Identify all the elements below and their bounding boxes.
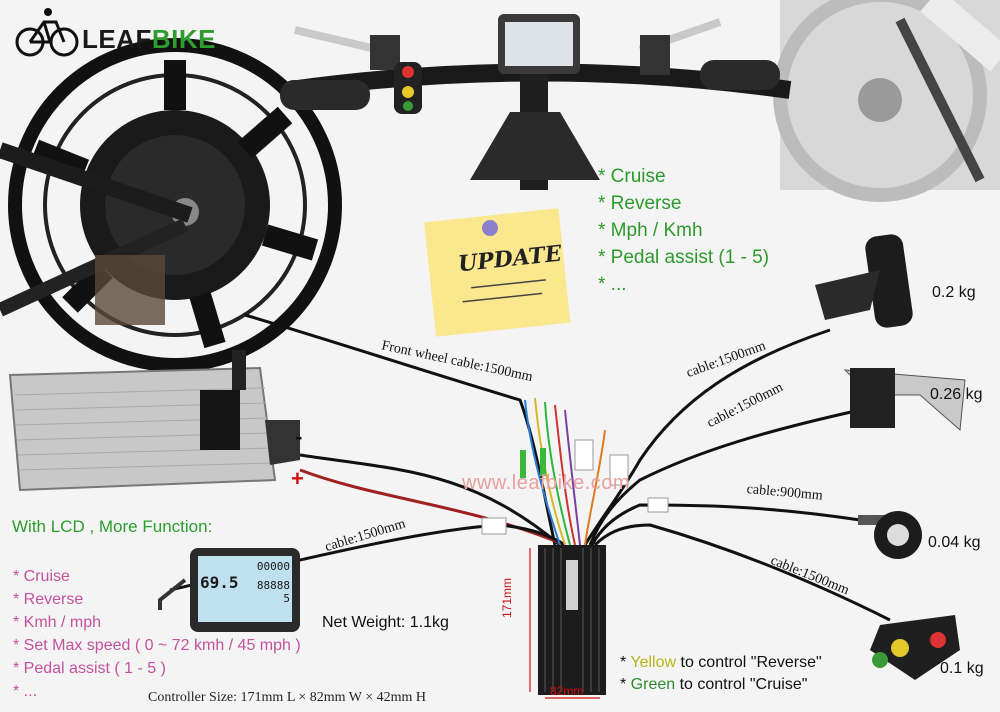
lcd-function-list: * Cruise * Reverse * Kmh / mph * Set Max… xyxy=(13,565,301,703)
feature-item: * Pedal assist (1 - 5) xyxy=(598,247,770,268)
reverse-note-text: to control "Reverse" xyxy=(676,654,822,671)
battery-minus: - xyxy=(295,424,303,449)
cruise-note-text: to control "Cruise" xyxy=(675,676,808,693)
controller-size-text: Controller Size: 171mm L × 82mm W × 42mm… xyxy=(148,690,427,705)
watermark: www.leafbike.com xyxy=(462,472,631,494)
feature-item: * Mph / Kmh xyxy=(598,220,703,241)
controller-height-label: 171mm xyxy=(500,577,514,618)
lcd-function-item: * Pedal assist ( 1 - 5 ) xyxy=(13,660,166,677)
throttle-weight: 0.2 kg xyxy=(932,284,976,301)
lcd-speed: 69.5 xyxy=(200,573,239,592)
note-prefix: * xyxy=(620,654,631,671)
lcd-function-item: * Set Max speed ( 0 ~ 72 kmh / 45 mph ) xyxy=(13,637,301,654)
lcd-screen-readout: 00000 69.5 88888 5 xyxy=(200,560,290,605)
lcd-function-item: * Reverse xyxy=(13,591,84,608)
controller-width-label: 82mm xyxy=(550,684,584,698)
lcd-feature-list: * Cruise * Reverse * Mph / Kmh * Pedal a… xyxy=(598,163,769,298)
switch-weight: 0.1 kg xyxy=(940,660,984,677)
lcd-small-value: 5 xyxy=(283,592,290,605)
yellow-label: Yellow xyxy=(630,654,677,671)
net-weight: Net Weight: 1.1kg xyxy=(322,614,449,631)
feature-item: * Cruise xyxy=(598,166,666,187)
note-prefix: * xyxy=(620,676,631,693)
lcd-section-title: With LCD , More Function: xyxy=(12,517,213,536)
lcd-function-item: * ... xyxy=(13,683,38,700)
lcd-function-item: * Cruise xyxy=(13,568,70,585)
leafbike-logo: LEAFBIKE xyxy=(82,24,216,55)
reverse-note-line: * Yellow to control "Reverse" xyxy=(620,652,822,674)
battery-plus: + xyxy=(291,466,304,491)
feature-item: * ... xyxy=(598,274,627,295)
pas-weight: 0.04 kg xyxy=(928,534,981,551)
lcd-mid-value: 88888 xyxy=(256,579,290,592)
feature-item: * Reverse xyxy=(598,193,682,214)
logo-leaf-text: LEAF xyxy=(82,24,152,54)
lcd-top-value: 00000 xyxy=(256,560,290,573)
green-label: Green xyxy=(630,676,676,693)
brake-weight: 0.26 kg xyxy=(930,386,983,403)
logo-bike-text: BIKE xyxy=(151,24,217,54)
lcd-function-item: * Kmh / mph xyxy=(13,614,102,631)
cruise-note-line: * Green to control "Cruise" xyxy=(620,674,822,696)
switch-controls-note: * Yellow to control "Reverse" * Green to… xyxy=(620,652,822,696)
